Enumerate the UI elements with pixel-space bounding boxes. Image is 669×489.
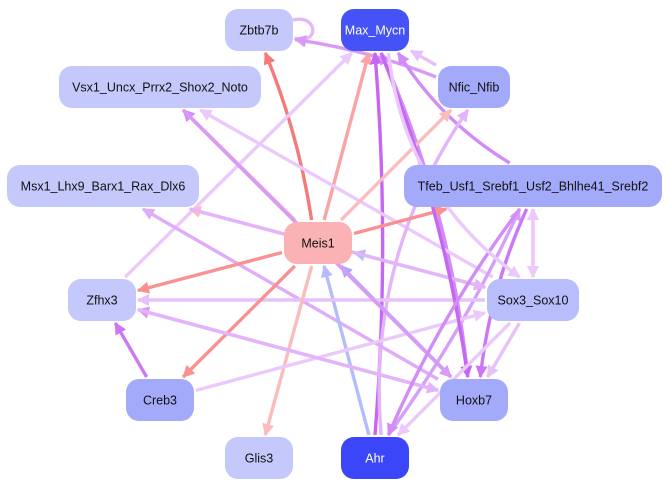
edge-nfic-nfib-to-max-mycn <box>409 49 437 67</box>
node-label: Zbtb7b <box>240 23 279 37</box>
node-nfic-nfib[interactable]: Nfic_Nfib <box>438 66 510 108</box>
node-zbtb7b[interactable]: Zbtb7b <box>225 9 293 51</box>
node-max-mycn[interactable]: Max_Mycn <box>341 9 409 51</box>
node-label: Zfhx3 <box>86 293 117 307</box>
edge-tfeb-to-ahr <box>386 207 521 437</box>
node-glis3[interactable]: Glis3 <box>225 437 293 479</box>
edge-meis1-to-nfic-nfib <box>339 108 453 222</box>
node-meis1[interactable]: Meis1 <box>284 222 352 264</box>
node-label: Tfeb_Usf1_Srebf1_Usf2_Bhlhe41_Srebf2 <box>418 179 649 193</box>
node-label: Sox3_Sox10 <box>498 293 569 307</box>
node-layer: Zbtb7b Max_MycnVsx1_Uncx_Prrx2_Shox2_Noto… <box>7 9 662 479</box>
node-box[interactable] <box>225 9 293 51</box>
node-label: Ahr <box>365 451 384 465</box>
node-label: Nfic_Nfib <box>449 80 500 94</box>
edge-hoxb7-to-msx1 <box>141 207 439 381</box>
node-label: Creb3 <box>143 393 177 407</box>
node-label: Vsx1_Uncx_Prrx2_Shox2_Noto <box>72 80 248 94</box>
edge-layer <box>113 17 540 437</box>
edge-meis1-to-creb3 <box>181 264 297 379</box>
node-msx1[interactable]: Msx1_Lhx9_Barx1_Rax_Dlx6 <box>7 165 199 207</box>
node-label: Meis1 <box>301 236 334 250</box>
node-box[interactable] <box>440 379 508 421</box>
edge-meis1-to-zbtb7b <box>263 51 314 221</box>
node-box[interactable] <box>438 66 510 108</box>
node-box[interactable] <box>126 379 194 421</box>
node-creb3[interactable]: Creb3 <box>126 379 194 421</box>
node-vsx1[interactable]: Vsx1_Uncx_Prrx2_Shox2_Noto <box>59 66 261 108</box>
edge-sox3-sox10-to-hoxb7 <box>486 322 521 379</box>
node-tfeb[interactable]: Tfeb_Usf1_Srebf1_Usf2_Bhlhe41_Srebf2 <box>404 165 662 207</box>
node-box[interactable] <box>7 165 199 207</box>
node-box[interactable] <box>225 437 293 479</box>
node-box[interactable] <box>341 9 409 51</box>
node-box[interactable] <box>404 165 662 207</box>
node-label: Msx1_Lhx9_Barx1_Rax_Dlx6 <box>21 179 186 193</box>
edge-creb3-to-sox3-sox10 <box>195 309 487 392</box>
node-box[interactable] <box>68 279 136 321</box>
edge-sox3-sox10-to-vsx1 <box>199 108 494 279</box>
node-box[interactable] <box>284 222 352 264</box>
node-ahr[interactable]: Ahr <box>341 437 409 479</box>
node-box[interactable] <box>341 437 409 479</box>
node-box[interactable] <box>59 66 261 108</box>
node-label: Max_Mycn <box>345 23 405 37</box>
edge-meis1-to-max-mycn <box>322 51 372 221</box>
edge-zfhx3-to-hoxb7 <box>137 308 440 394</box>
node-box[interactable] <box>487 279 579 321</box>
edge-meis1-to-zfhx3 <box>136 250 283 294</box>
edge-zbtb7b-to-zbtb7b <box>292 17 315 48</box>
edge-meis1-to-tfeb <box>353 205 448 236</box>
node-label: Hoxb7 <box>456 393 492 407</box>
node-sox3-sox10[interactable]: Sox3_Sox10 <box>487 279 579 321</box>
edge-creb3-to-zfhx3 <box>113 321 149 378</box>
node-zfhx3[interactable]: Zfhx3 <box>68 279 136 321</box>
node-hoxb7[interactable]: Hoxb7 <box>440 379 508 421</box>
node-label: Glis3 <box>245 451 274 465</box>
